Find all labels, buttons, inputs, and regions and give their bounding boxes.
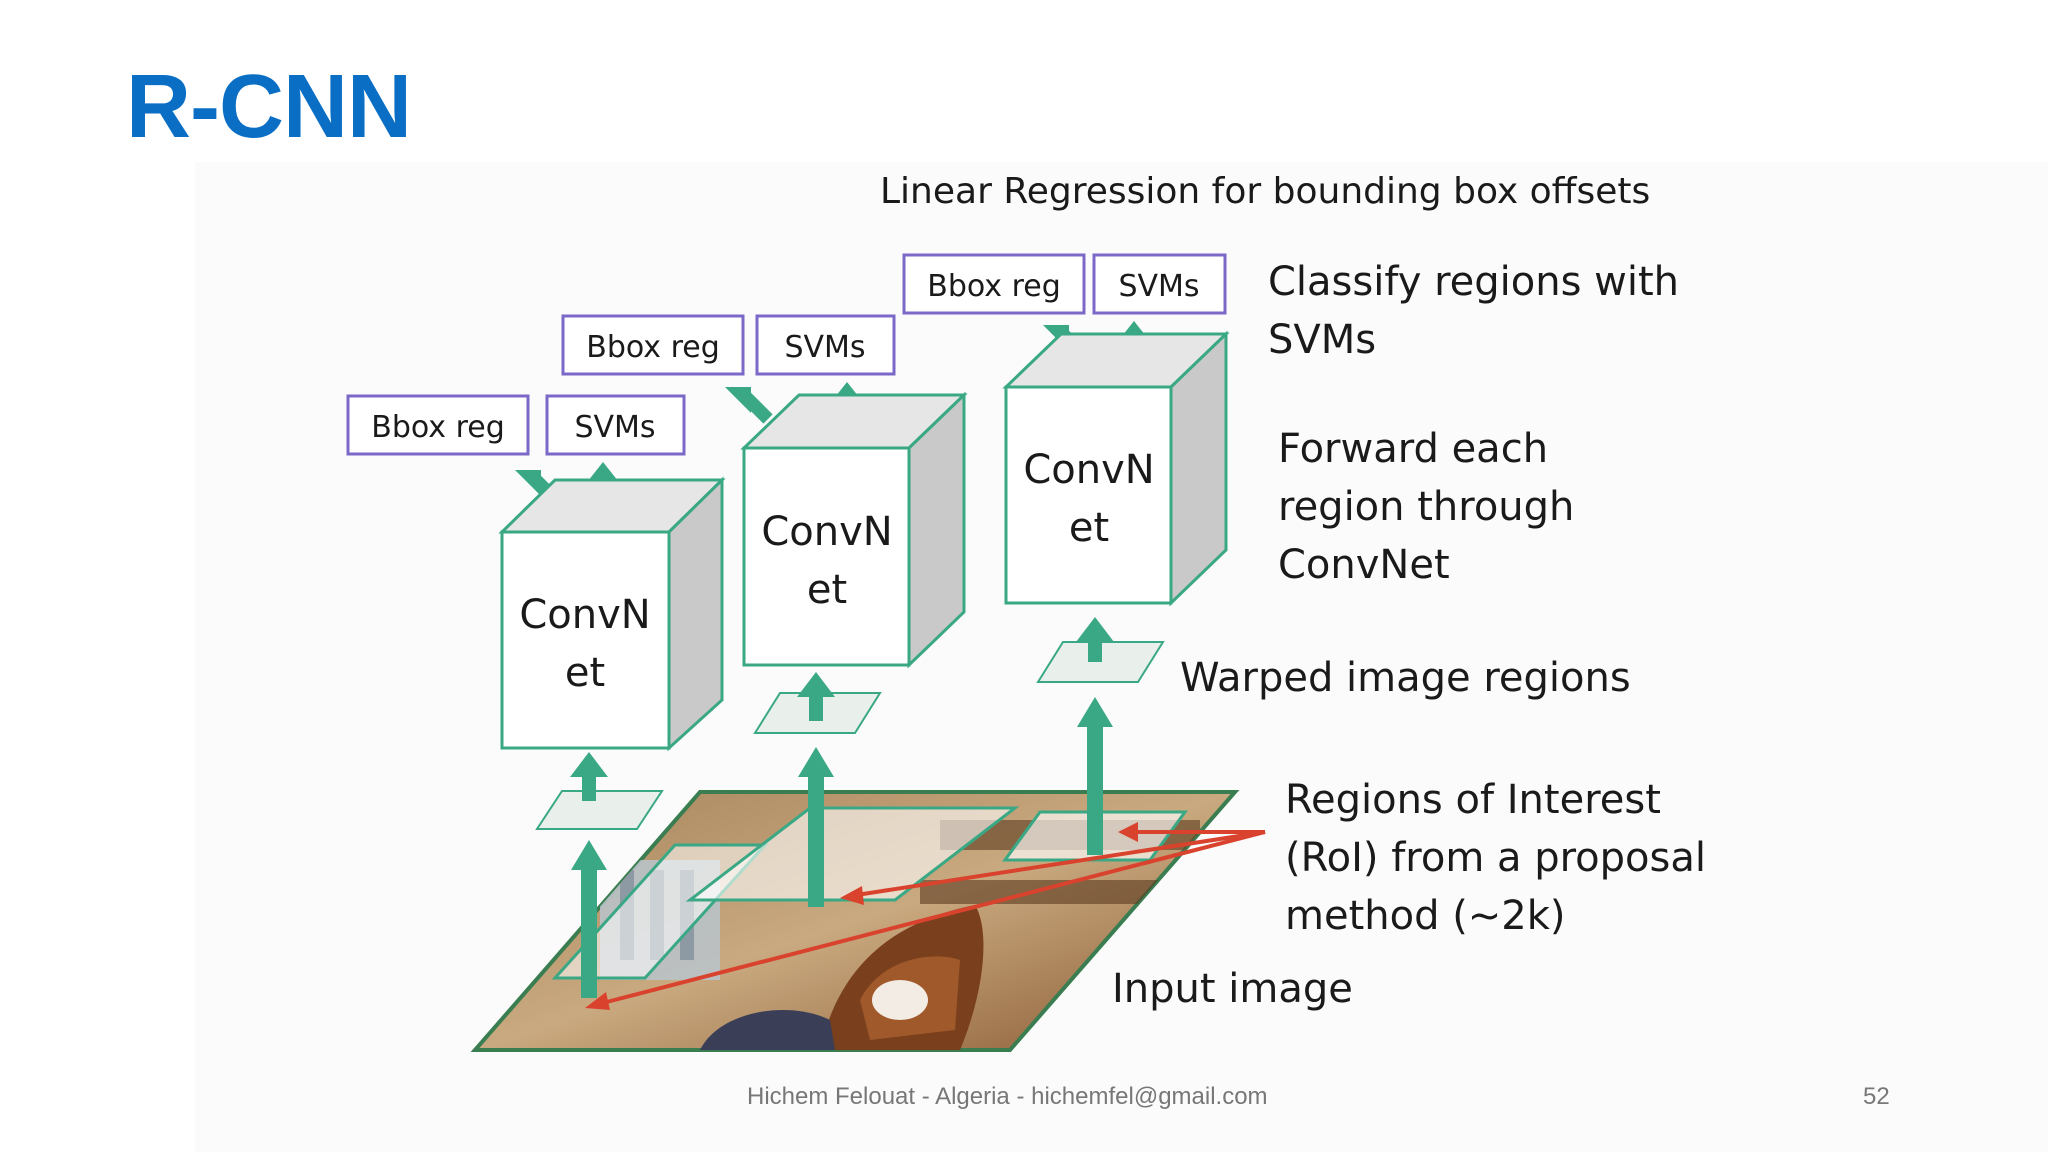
classify-label: Classify regions with [1268, 259, 1679, 305]
roi-pointer-arrows [594, 830, 1266, 1007]
svm-label: SVMs [784, 330, 865, 365]
forward-label: ConvNet [1278, 542, 1450, 588]
svm-box-3 [1092, 253, 1227, 315]
up-arrow [798, 747, 834, 907]
svm-label: SVMs [1118, 269, 1199, 304]
warped-label: Warped image regions [1180, 655, 1631, 701]
svm-box-1 [545, 394, 686, 456]
svm-box-2 [755, 314, 896, 376]
page-number: 52 [1863, 1083, 1890, 1110]
bbox-reg-box-1 [346, 394, 530, 456]
svm-label: SVMs [574, 410, 655, 445]
convnet-label: et [565, 650, 605, 696]
convnet-label: ConvN [761, 509, 892, 555]
convnet-cube-3 [1002, 330, 1230, 607]
up-arrow [570, 752, 608, 801]
convnet-label: et [807, 567, 847, 613]
convnet-cube-1 [498, 476, 726, 752]
warped-region-1 [535, 790, 664, 830]
convnet-label: ConvN [1023, 447, 1154, 493]
top-label: Linear Regression for bounding box offse… [880, 171, 1650, 212]
up-arrow [797, 672, 835, 721]
convnet-label: ConvN [519, 592, 650, 638]
roi-label: (RoI) from a proposal [1285, 835, 1706, 881]
up-arrow [571, 840, 607, 998]
diagonal-arrow [725, 387, 773, 424]
slide-title: R-CNN [126, 57, 412, 157]
up-arrow [1077, 697, 1113, 855]
footer-credit: Hichem Felouat - Algeria - hichemfel@gma… [747, 1083, 1268, 1110]
bbox-reg-label: Bbox reg [371, 410, 505, 445]
forward-label: region through [1278, 484, 1574, 530]
convnet-cube-2 [740, 391, 968, 669]
input-image-label: Input image [1112, 966, 1353, 1012]
bbox-reg-box-2 [561, 314, 745, 376]
bbox-reg-label: Bbox reg [927, 269, 1061, 304]
roi-region-2 [685, 806, 1020, 902]
roi-label: method (~2k) [1285, 893, 1566, 939]
classify-label: SVMs [1268, 317, 1376, 363]
convnet-label: et [1069, 505, 1109, 551]
forward-label: Forward each [1278, 426, 1548, 472]
up-arrow [1076, 617, 1114, 662]
roi-label: Regions of Interest [1285, 777, 1661, 823]
roi-pointer-arrowheads [585, 822, 1138, 1010]
bbox-reg-box-3 [902, 253, 1086, 315]
bbox-reg-label: Bbox reg [586, 330, 720, 365]
